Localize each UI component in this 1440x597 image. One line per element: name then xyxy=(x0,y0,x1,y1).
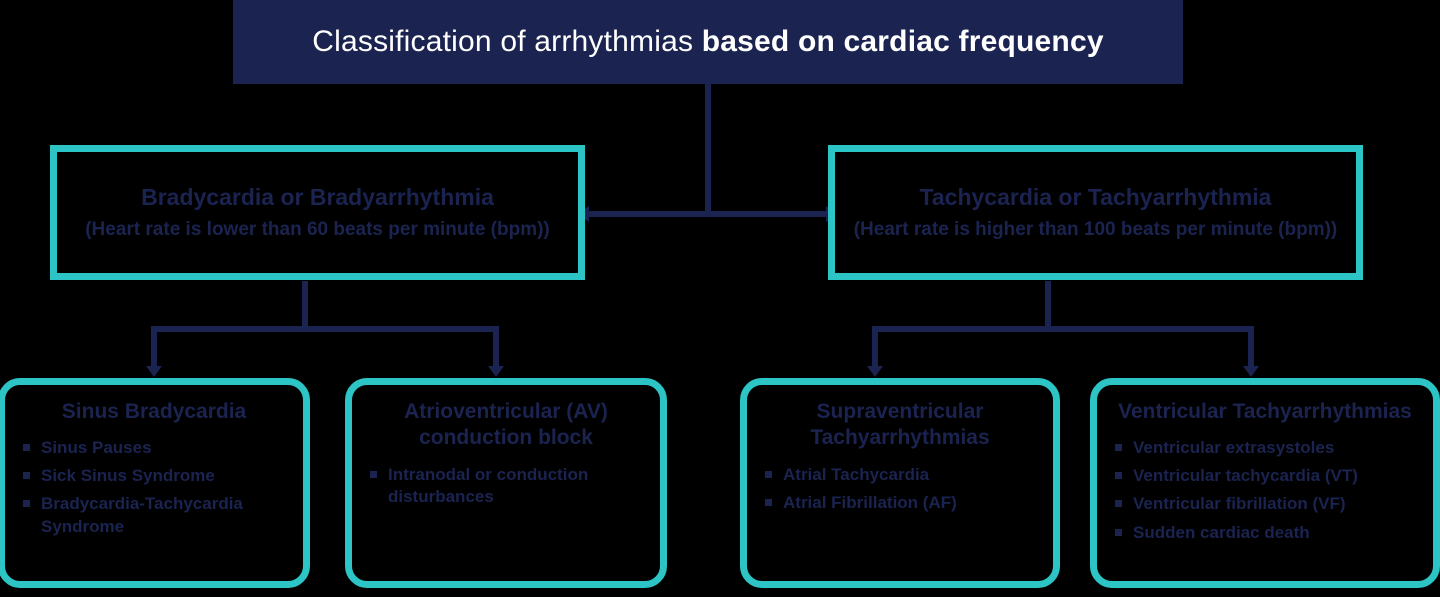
list-item: Atrial Tachycardia xyxy=(763,464,1037,486)
card-item-list: Sinus Pauses Sick Sinus Syndrome Bradyca… xyxy=(21,437,287,537)
connector-right-branch-drop-1 xyxy=(872,326,878,370)
card-item-list: Ventricular extrasystoles Ventricular ta… xyxy=(1113,437,1417,543)
card-item-list: Intranodal or conduction disturbances xyxy=(368,464,644,508)
connector-main-horizontal xyxy=(585,211,831,217)
connector-left-branch-stem xyxy=(302,281,308,329)
arrowhead-down-left-2-icon xyxy=(488,366,504,377)
card-title: Ventricular Tachyarrhythmias xyxy=(1118,400,1412,423)
card-supraventricular-tachyarrhythmias: Supraventricular Tachyarrhythmias Atrial… xyxy=(740,378,1060,588)
arrowhead-down-right-2-icon xyxy=(1243,366,1259,377)
card-item-list: Atrial Tachycardia Atrial Fibrillation (… xyxy=(763,464,1037,514)
list-item: Bradycardia-Tachycardia Syndrome xyxy=(21,493,287,537)
connector-left-branch-drop-2 xyxy=(493,326,499,370)
card-av-conduction-block: Atrioventricular (AV) conduction block I… xyxy=(345,378,667,588)
list-item: Sinus Pauses xyxy=(21,437,287,459)
connector-left-branch-drop-1 xyxy=(151,326,157,370)
card-title: Sinus Bradycardia xyxy=(61,400,247,423)
list-item: Sudden cardiac death xyxy=(1113,522,1417,544)
list-item: Sick Sinus Syndrome xyxy=(21,465,287,487)
category-heading: Bradycardia or Bradyarrhythmia xyxy=(141,183,494,210)
arrowhead-down-right-1-icon xyxy=(867,366,883,377)
list-item: Atrial Fibrillation (AF) xyxy=(763,492,1037,514)
list-item: Ventricular fibrillation (VF) xyxy=(1113,493,1417,515)
connector-left-branch-bar xyxy=(151,326,499,332)
diagram-title-bar: Classification of arrhythmias based on c… xyxy=(233,0,1183,84)
arrowhead-down-left-1-icon xyxy=(146,366,162,377)
title-bold-part: based on cardiac frequency xyxy=(701,25,1104,58)
connector-title-stem xyxy=(705,84,711,214)
category-subtitle: (Heart rate is higher than 100 beats per… xyxy=(853,218,1338,240)
connector-right-branch-bar xyxy=(872,326,1254,332)
list-item: Ventricular tachycardia (VT) xyxy=(1113,465,1417,487)
category-subtitle: (Heart rate is lower than 60 beats per m… xyxy=(85,218,550,240)
category-box-bradycardia: Bradycardia or Bradyarrhythmia (Heart ra… xyxy=(50,145,585,280)
list-item: Ventricular extrasystoles xyxy=(1113,437,1417,459)
category-box-tachycardia: Tachycardia or Tachyarrhythmia (Heart ra… xyxy=(828,145,1363,280)
connector-right-branch-stem xyxy=(1045,281,1051,329)
title-normal-part: Classification of arrhythmias xyxy=(312,25,702,58)
connector-right-branch-drop-2 xyxy=(1248,326,1254,370)
card-ventricular-tachyarrhythmias: Ventricular Tachyarrhythmias Ventricular… xyxy=(1090,378,1440,588)
list-item: Intranodal or conduction disturbances xyxy=(368,464,644,508)
card-title: Supraventricular Tachyarrhythmias xyxy=(810,400,990,450)
card-title: Atrioventricular (AV) conduction block xyxy=(404,400,608,450)
card-sinus-bradycardia: Sinus Bradycardia Sinus Pauses Sick Sinu… xyxy=(0,378,310,588)
page-title: Classification of arrhythmias based on c… xyxy=(312,25,1103,59)
category-heading: Tachycardia or Tachyarrhythmia xyxy=(919,183,1272,210)
